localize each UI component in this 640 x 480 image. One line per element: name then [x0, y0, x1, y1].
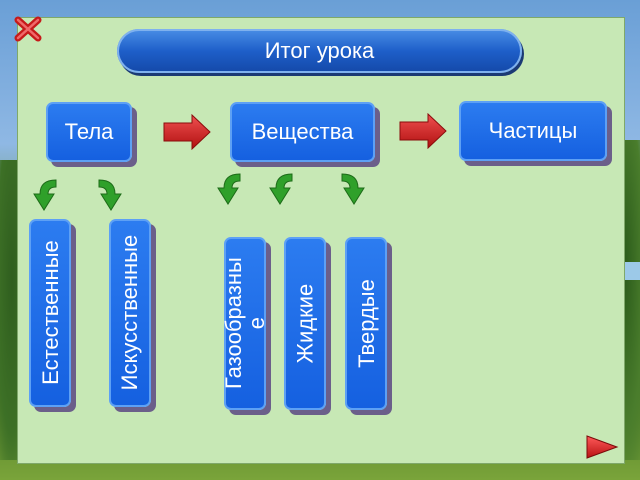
box-substances[interactable]: Вещества: [230, 102, 375, 162]
green-bent-down-arrow-icon: [341, 173, 365, 205]
next-triangle-icon[interactable]: [585, 434, 619, 460]
box-gaseous-label-line1: Газообразны: [220, 257, 246, 390]
box-gaseous[interactable]: Газообразны е: [220, 237, 270, 410]
lesson-summary-title: Итог урока: [117, 29, 522, 73]
box-liquid[interactable]: Жидкие: [284, 237, 326, 410]
box-particles[interactable]: Частицы: [459, 101, 607, 161]
box-artificial[interactable]: Искусственные: [109, 219, 151, 407]
box-natural[interactable]: Естественные: [29, 219, 71, 407]
box-substances-label: Вещества: [251, 119, 354, 144]
red-arrow-right-icon: [163, 114, 211, 150]
box-solid[interactable]: Твердые: [345, 237, 387, 410]
title-text: Итог урока: [264, 38, 375, 63]
green-bent-down-arrow-icon: [269, 173, 293, 205]
box-gaseous-label: Газообразны е: [220, 257, 270, 390]
box-solid-label: Твердые: [353, 279, 379, 368]
box-particles-label: Частицы: [488, 118, 578, 143]
box-bodies[interactable]: Тела: [46, 102, 132, 162]
red-arrow-right-icon: [399, 113, 447, 149]
box-gaseous-label-line2: е: [244, 317, 270, 330]
box-bodies-label: Тела: [64, 119, 114, 144]
box-liquid-label: Жидкие: [292, 283, 318, 364]
box-artificial-label: Искусственные: [117, 235, 143, 391]
green-bent-down-arrow-icon: [98, 179, 122, 211]
green-bent-down-arrow-icon: [217, 173, 241, 205]
box-natural-label: Естественные: [37, 240, 63, 386]
close-icon[interactable]: [12, 14, 44, 44]
green-bent-down-arrow-icon: [33, 179, 57, 211]
